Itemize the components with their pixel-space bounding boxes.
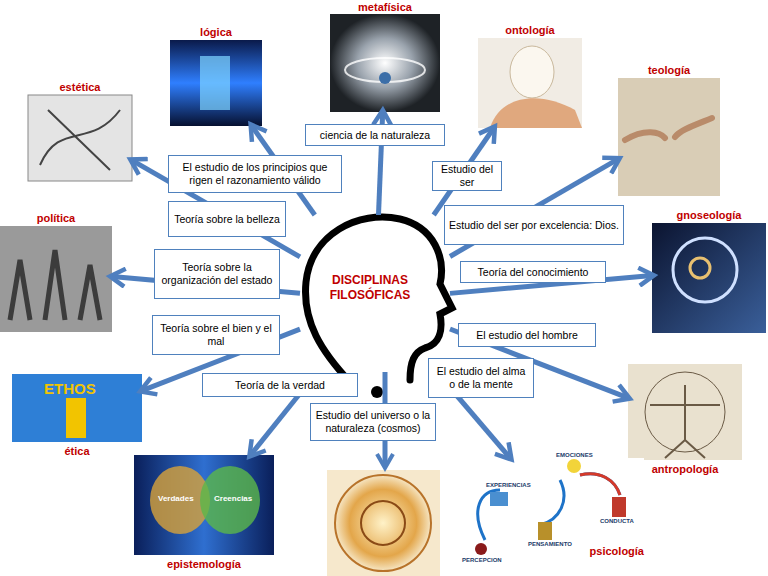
definition-box: Estudio del ser por excelencia: Dios. bbox=[444, 205, 624, 245]
discipline-node: teología bbox=[618, 63, 720, 196]
definition-box: Teoría sobre la belleza bbox=[168, 201, 286, 237]
anthropology-image bbox=[628, 364, 742, 460]
hand-shape bbox=[490, 98, 582, 128]
question-dot bbox=[371, 386, 383, 398]
cosmos-image bbox=[327, 470, 440, 576]
metaphysics-image bbox=[330, 14, 440, 112]
image-caption: CONDUCTA bbox=[600, 518, 634, 524]
discipline-title: lógica bbox=[170, 25, 262, 39]
cosmos-circle bbox=[335, 475, 431, 571]
creation-hands bbox=[625, 118, 712, 140]
discipline-node: estética bbox=[28, 80, 132, 181]
definition-box: El estudio del alma o de la mente bbox=[428, 358, 534, 398]
discipline-node: antropología bbox=[628, 364, 742, 476]
thinker-icon bbox=[538, 522, 552, 540]
definition-box: Estudio del universo o la naturaleza (co… bbox=[310, 403, 436, 441]
discipline-node: ontología bbox=[478, 23, 582, 128]
drawing-hands bbox=[40, 110, 120, 170]
image-caption: PERCEPCION bbox=[462, 557, 502, 563]
crowd-figures bbox=[10, 250, 100, 320]
discipline-node: lógica bbox=[170, 25, 262, 126]
discipline-title: ontología bbox=[478, 23, 582, 37]
brain-right bbox=[200, 466, 260, 534]
definition-box: Teoría sobre el bien y el mal bbox=[152, 315, 280, 355]
cycle-arrows bbox=[478, 474, 620, 540]
skull-outline bbox=[673, 238, 737, 302]
discipline-title: ética bbox=[12, 444, 142, 458]
discipline-title: metafísica bbox=[330, 0, 440, 14]
image-caption: EMOCIONES bbox=[556, 452, 593, 458]
gnoseology-image bbox=[652, 223, 766, 333]
politics-image bbox=[0, 226, 112, 332]
aesthetics-image bbox=[28, 95, 132, 181]
conduct-icon bbox=[612, 497, 626, 517]
definition-box: Teoría sobre la organización del estado bbox=[154, 249, 280, 299]
gear-symbol bbox=[690, 258, 710, 278]
discipline-title: epistemología bbox=[134, 557, 274, 571]
discipline-node: política bbox=[0, 211, 112, 332]
image-caption: ETHOS bbox=[44, 380, 96, 397]
image-caption: PENSAMIENTO bbox=[528, 541, 572, 547]
discipline-node: metafísica bbox=[330, 0, 440, 112]
definition-box: Teoría del conocimiento bbox=[460, 261, 606, 283]
perception-icon bbox=[475, 543, 487, 555]
ethics-image bbox=[12, 374, 142, 442]
definition-box: ciencia de la naturaleza bbox=[305, 124, 445, 146]
experience-icon bbox=[490, 492, 508, 506]
vitruvian-man bbox=[650, 385, 720, 458]
discipline-node: epistemología bbox=[134, 455, 274, 571]
central-title: DISCIPLINAS FILOSÓFICAS bbox=[322, 273, 418, 303]
definition-box: Estudio del ser bbox=[432, 161, 502, 191]
light-column bbox=[200, 56, 230, 110]
psychology-image bbox=[462, 458, 644, 542]
image-caption: Verdades bbox=[158, 494, 194, 503]
logic-image bbox=[170, 40, 262, 126]
ontology-image bbox=[478, 38, 582, 128]
discipline-title: teología bbox=[618, 63, 720, 77]
cycle-arrow-red bbox=[580, 474, 620, 495]
image-caption: EXPERIENCIAS bbox=[486, 482, 531, 488]
cosmos-ring bbox=[361, 501, 405, 545]
theology-image bbox=[618, 78, 720, 196]
discipline-title: estética bbox=[28, 80, 132, 94]
image-caption: Creencias bbox=[214, 494, 252, 503]
epistemology-image bbox=[134, 455, 274, 555]
discipline-title: política bbox=[0, 211, 112, 225]
egg-shell bbox=[510, 46, 554, 98]
definition-box: El estudio de los principios que rigen e… bbox=[168, 155, 342, 193]
earth-symbol bbox=[379, 72, 391, 84]
discipline-title: gnoseología bbox=[652, 208, 766, 222]
ethos-bar bbox=[66, 398, 86, 438]
emotion-icon bbox=[567, 459, 581, 473]
definition-box: Teoría de la verdad bbox=[202, 373, 358, 397]
discipline-node: gnoseología bbox=[652, 208, 766, 333]
definition-box: El estudio del hombre bbox=[458, 323, 596, 347]
discipline-title: antropología bbox=[628, 462, 742, 476]
